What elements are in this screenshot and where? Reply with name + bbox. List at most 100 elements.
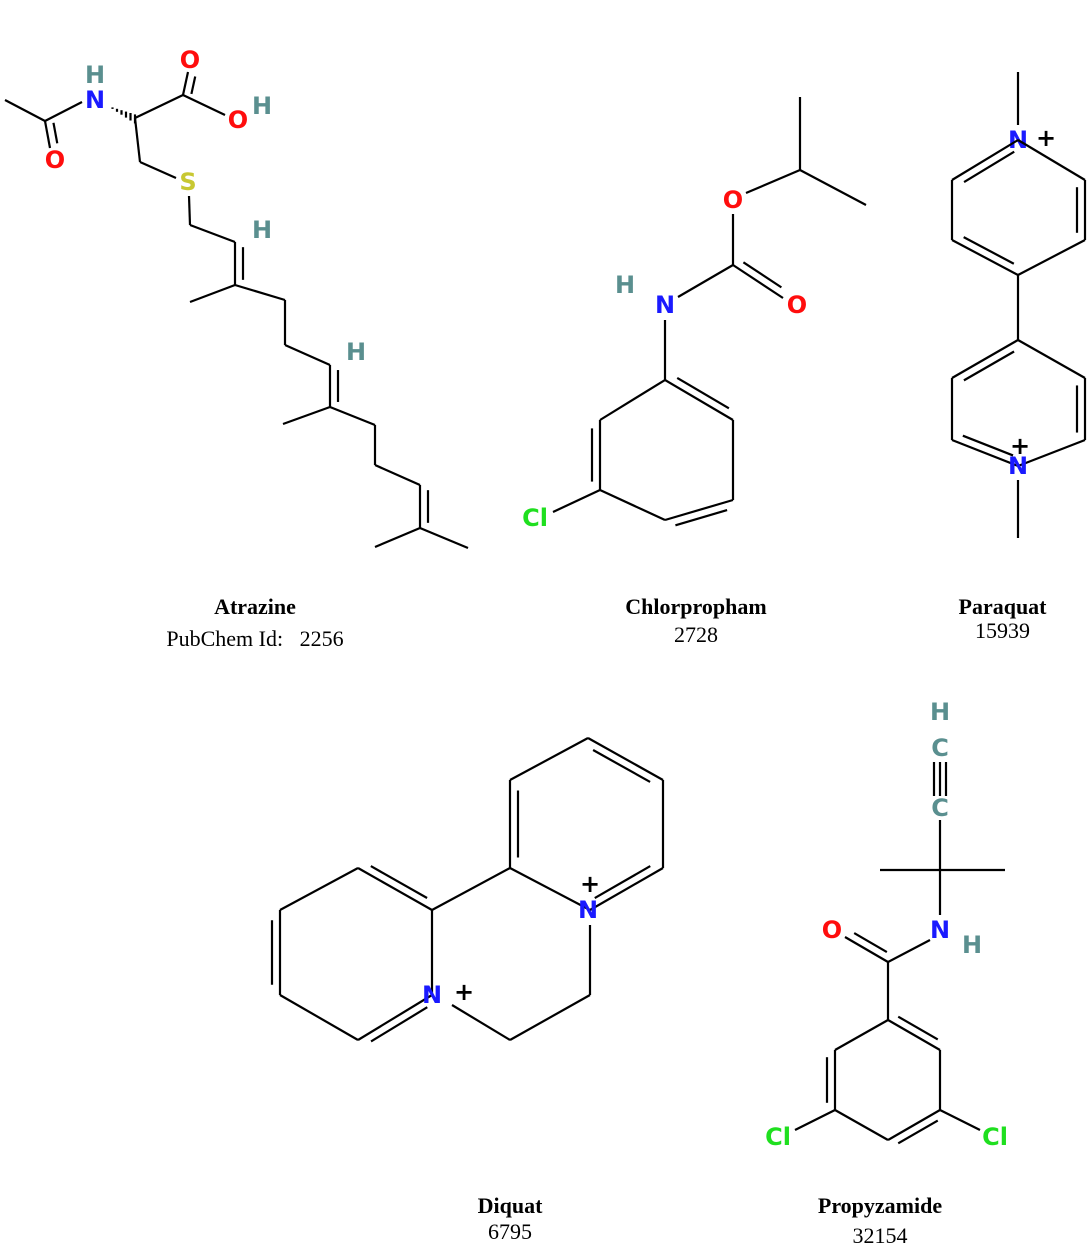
bond — [887, 1019, 941, 1051]
compound-id: 15939 — [975, 618, 1030, 643]
atom-label: N — [578, 896, 598, 924]
bond — [282, 405, 331, 426]
atom-label: H — [962, 931, 982, 959]
atom-label: Cl — [982, 1123, 1008, 1151]
atom-label: C — [931, 734, 949, 762]
double-bond — [853, 932, 888, 954]
bond — [4, 99, 46, 122]
bond — [357, 994, 433, 1041]
double-bond — [897, 1119, 939, 1145]
bond — [664, 379, 734, 421]
bond — [509, 867, 591, 911]
atom-label: H — [930, 698, 950, 726]
bond — [234, 283, 286, 302]
double-bond — [370, 865, 428, 899]
atom-label: O — [45, 146, 65, 174]
bond — [745, 168, 801, 195]
compound-name: Atrazine — [214, 594, 296, 619]
bond — [794, 1109, 836, 1131]
compound-paraquat: Paraquat 15939 — [930, 594, 1075, 644]
double-bond — [963, 150, 1015, 183]
atom-label: O — [787, 291, 807, 319]
bond — [139, 160, 177, 180]
double-bond — [963, 350, 1015, 382]
atom-label: N — [655, 291, 675, 319]
bond — [844, 936, 889, 963]
bond — [1017, 239, 1086, 276]
bond — [599, 379, 666, 421]
bond — [887, 1109, 941, 1141]
atom-label: Cl — [522, 504, 548, 532]
compound-id: 32154 — [852, 1223, 908, 1248]
bond — [44, 101, 83, 122]
compound-name: Paraquat — [958, 594, 1047, 619]
bond — [509, 737, 589, 781]
bond — [181, 71, 190, 96]
bond — [951, 339, 1019, 379]
bond — [799, 169, 867, 206]
bond — [1017, 139, 1086, 181]
bond — [732, 264, 784, 299]
double-bond — [190, 76, 197, 95]
bond — [951, 139, 1019, 181]
atom-label: + — [454, 978, 474, 1006]
bond — [451, 1004, 511, 1041]
bond — [279, 867, 359, 911]
compound-atrazine: Atrazine PubChem Id: 2256 — [150, 594, 360, 652]
atom-label: O — [228, 106, 248, 134]
atom-label: H — [346, 338, 366, 366]
atom-label: O — [822, 916, 842, 944]
bond — [664, 498, 734, 522]
double-bond — [963, 236, 1015, 265]
double-bond — [52, 122, 59, 144]
bond — [939, 1109, 981, 1131]
bond — [887, 939, 931, 963]
bond — [587, 737, 664, 781]
compound-id: 6795 — [488, 1219, 532, 1244]
bond — [187, 195, 192, 226]
double-bond — [594, 865, 651, 899]
atom-label: N — [1008, 452, 1028, 480]
double-bond — [592, 749, 651, 783]
atom-label: + — [1010, 432, 1030, 460]
bond — [357, 867, 433, 911]
atom-label: O — [723, 186, 743, 214]
bond — [189, 283, 236, 304]
atom-label: H — [252, 216, 272, 244]
bond — [374, 526, 421, 549]
bond — [677, 264, 734, 298]
bond — [951, 239, 1019, 276]
bond — [189, 223, 236, 244]
atom-label: H — [252, 92, 272, 120]
compound-name: Chlorpropham — [625, 594, 767, 619]
bond — [134, 94, 184, 119]
atom-label: C — [931, 794, 949, 822]
atom-label: N — [930, 916, 950, 944]
bond — [431, 867, 511, 911]
bond — [509, 994, 591, 1041]
double-bond — [675, 509, 728, 527]
compound-name: Diquat — [477, 1193, 543, 1218]
atom-label: N — [422, 981, 442, 1009]
bond — [279, 994, 359, 1041]
bond — [284, 343, 331, 367]
compound-diquat: Diquat 6795 — [440, 1193, 580, 1245]
compound-chlorpropham: Chlorpropham 2728 — [596, 594, 796, 648]
bond — [552, 489, 601, 513]
bond — [834, 1109, 889, 1141]
bond — [589, 867, 664, 911]
atom-label: N — [85, 86, 105, 114]
double-bond — [962, 434, 1014, 457]
bond — [374, 463, 421, 487]
bond — [133, 117, 142, 163]
double-bond — [897, 1015, 939, 1041]
compound-name: Propyzamide — [817, 1193, 943, 1218]
double-bond — [676, 376, 730, 410]
bond — [1017, 438, 1086, 468]
bond — [43, 120, 52, 149]
atom-label: O — [180, 46, 200, 74]
bond — [182, 94, 226, 116]
atom-label: S — [179, 168, 196, 196]
compound-id: 2256 — [299, 626, 344, 651]
